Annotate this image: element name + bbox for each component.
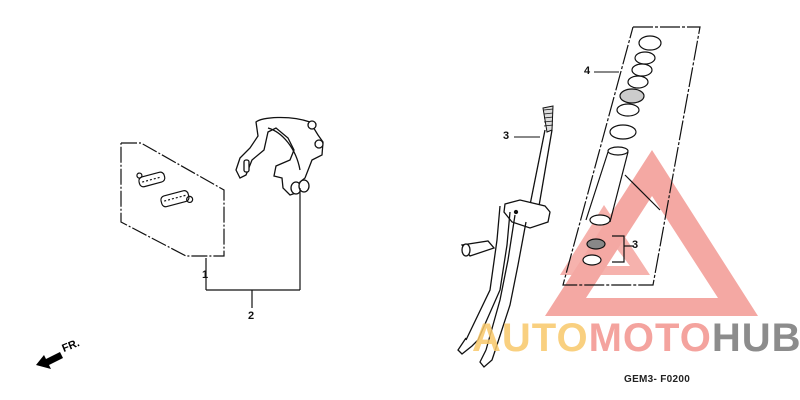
- callout-3-headset: 3: [632, 239, 639, 251]
- watermark-moto: MOTO: [588, 316, 712, 360]
- callout-3-fork: 3: [503, 130, 510, 142]
- callout-4: 4: [584, 65, 591, 77]
- watermark-triangle-icon: [545, 150, 758, 316]
- diagram-code: GEM3- F0200: [624, 374, 691, 385]
- leader-lines-1-2: [205, 188, 301, 308]
- watermark-hub: HUB: [711, 316, 800, 360]
- watermark-logo: AUTOMOTOHUB: [472, 318, 800, 358]
- callout-2: 2: [248, 310, 255, 322]
- front-fork-drawing: [457, 105, 554, 368]
- callout-1: 1: [202, 269, 209, 281]
- headset-assembly-drawing: [562, 26, 701, 286]
- front-direction-arrow-icon: [36, 352, 63, 369]
- caliper-brake-drawing: [235, 116, 324, 196]
- brake-shoe-set-drawing: [120, 142, 225, 257]
- watermark-auto: AUTO: [472, 316, 589, 360]
